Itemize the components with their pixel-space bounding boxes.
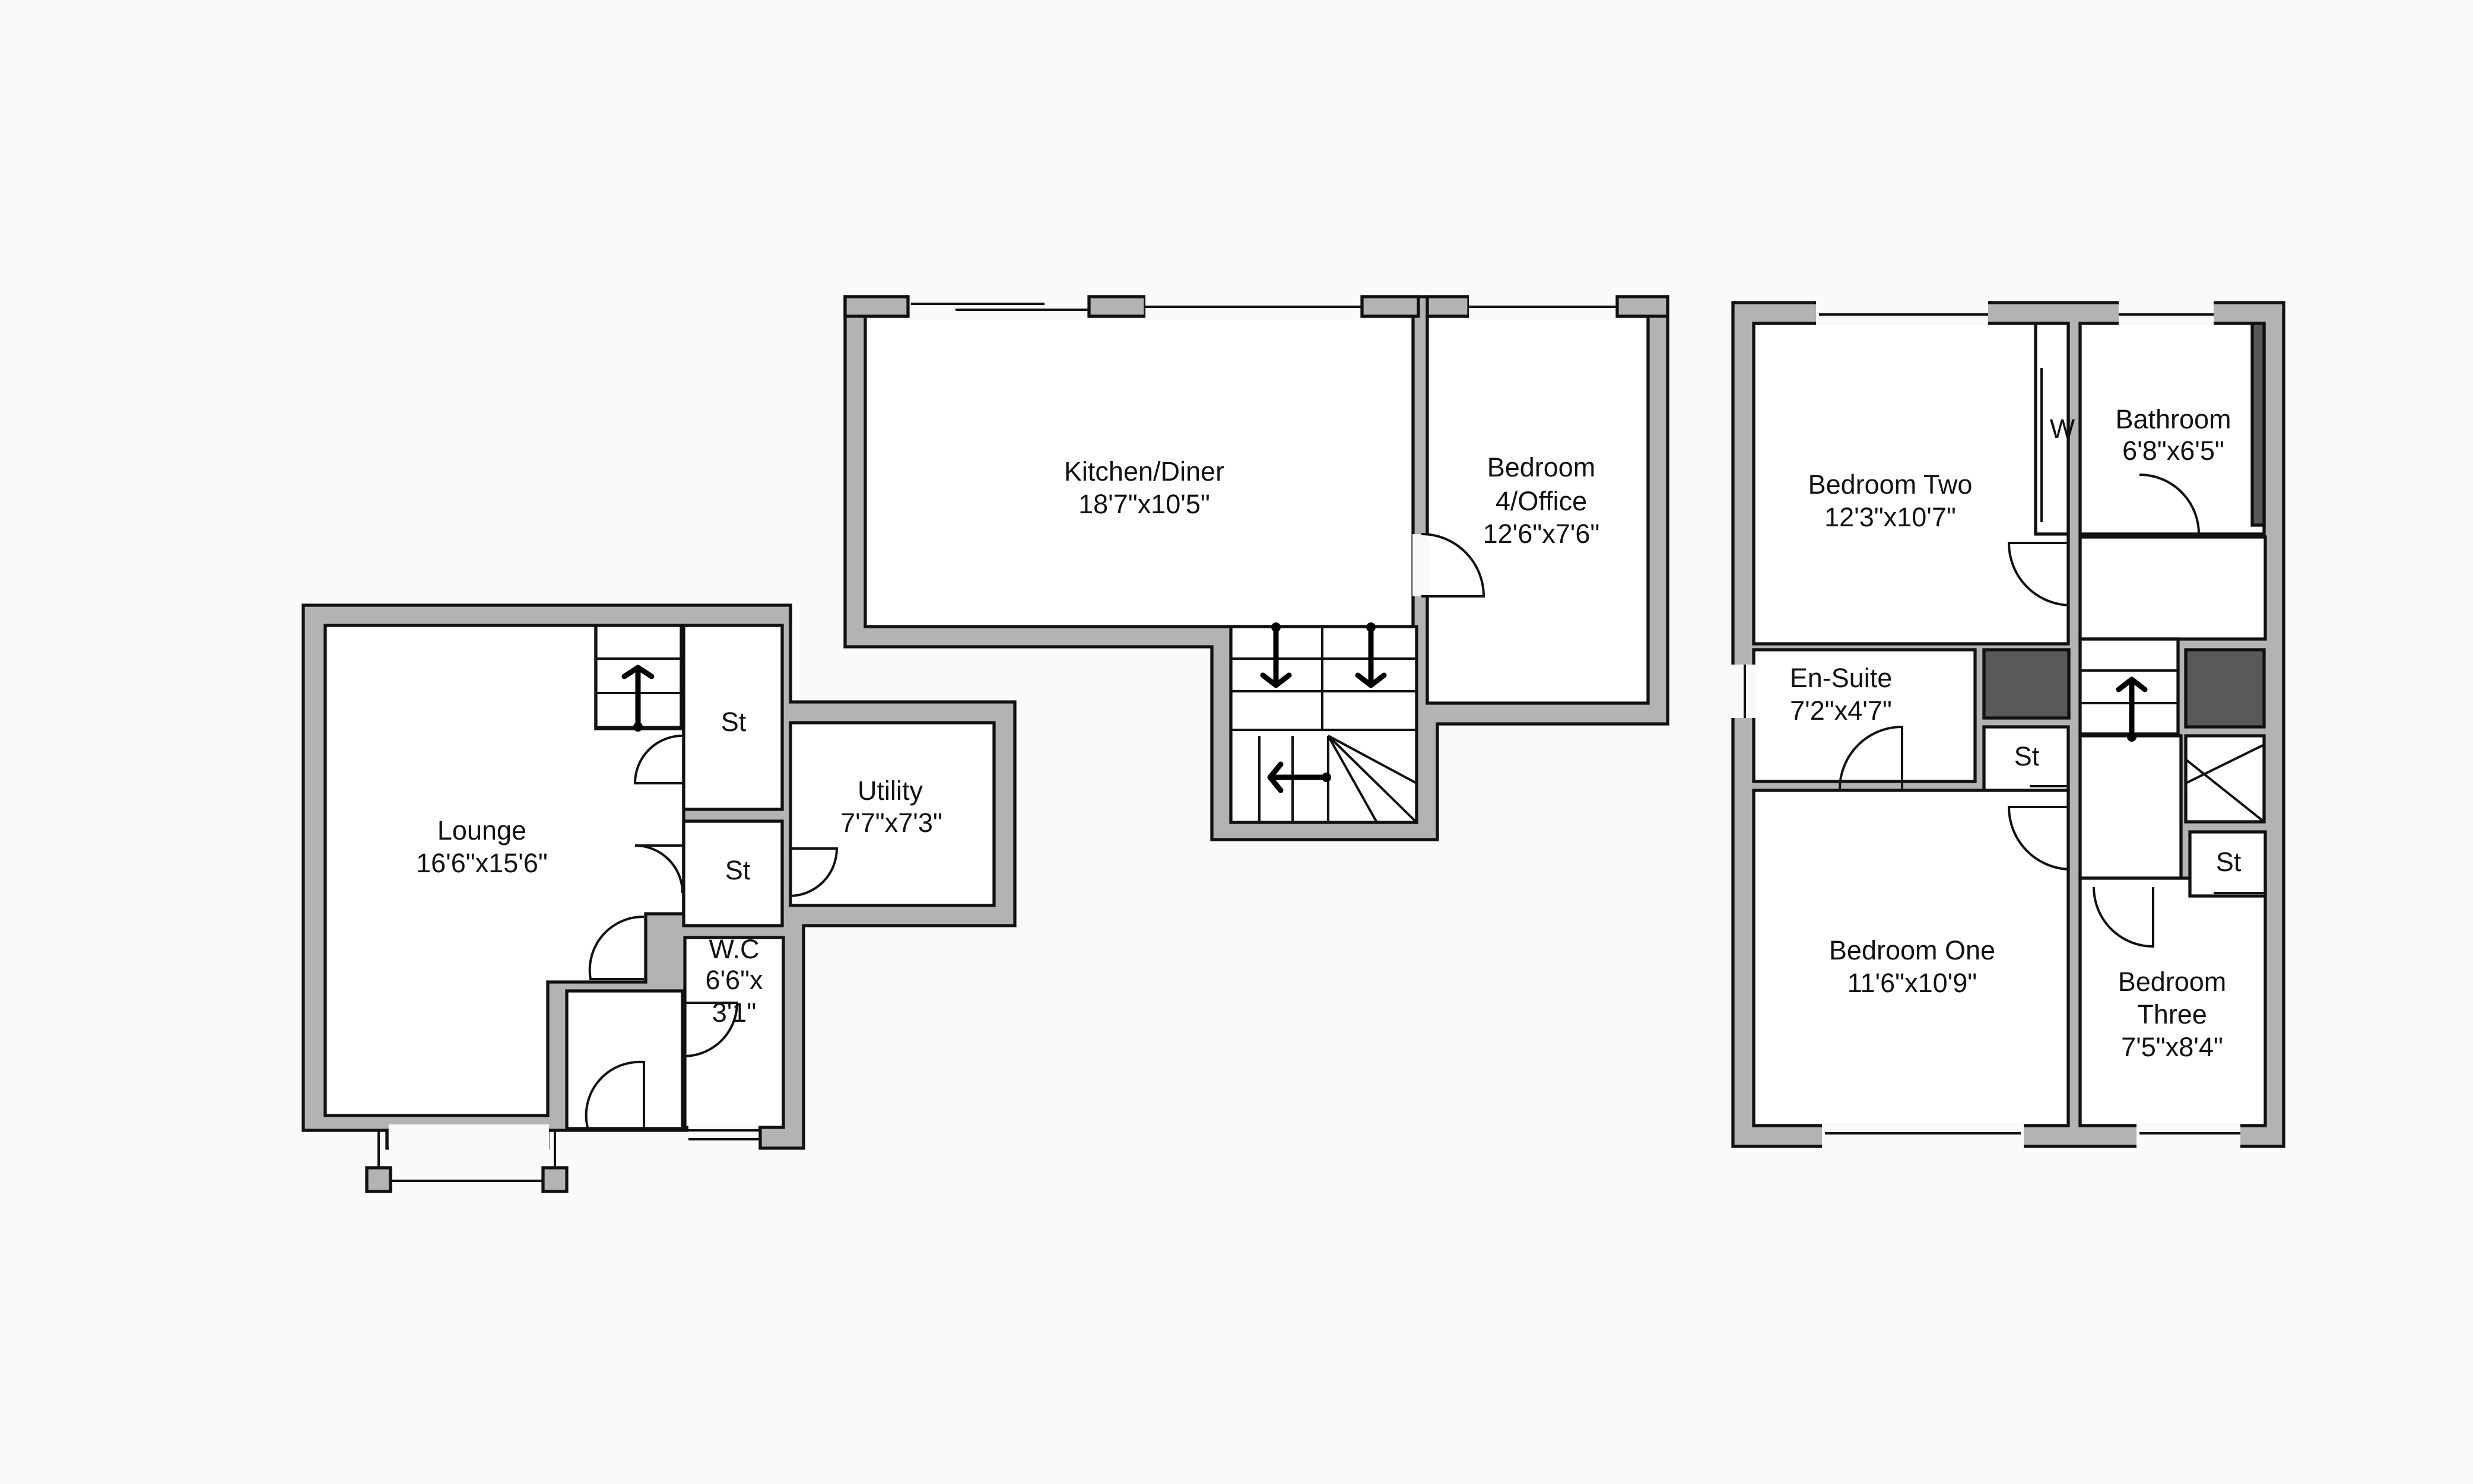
bedroom4-dims: 12'6"x7'6" — [1483, 519, 1600, 549]
bedroom2-door — [2007, 542, 2069, 606]
door-frame-left — [365, 1166, 392, 1193]
tank-left — [1982, 648, 2071, 720]
bathroom-label: Bathroom — [2115, 404, 2231, 434]
ensuite-label: En-Suite — [1790, 663, 1893, 693]
utility-dims: 7'7"x7'3" — [840, 808, 942, 838]
bathroom-door — [2139, 474, 2201, 535]
bedroom3-label: Bedroom — [2118, 967, 2227, 997]
second-floor: Bedroom Two 12'3"x10'7" W Bathroom 6'8"x… — [1729, 299, 2285, 1148]
lounge-label: Lounge — [437, 815, 526, 846]
ensuite-door — [1839, 725, 1903, 790]
store-landing — [1982, 725, 2070, 794]
bedroom3-door — [2093, 886, 2154, 948]
wc-label: W.C — [709, 934, 760, 964]
bedroom1-dims: 11'6"x10'9" — [1847, 968, 1977, 998]
bedroom1-room — [1752, 789, 2070, 1127]
second-stairs-lower — [2184, 734, 2266, 824]
utility-door — [789, 847, 839, 897]
wc-dims: 6'6"x — [705, 965, 763, 995]
bedroom1-door — [2007, 806, 2069, 870]
door-frame-right — [541, 1166, 569, 1193]
wc-dims-2: 3'1" — [712, 997, 757, 1028]
store-bed3-label: St — [2216, 847, 2242, 877]
bedroom3-dims: 7'5"x8'4" — [2121, 1032, 2223, 1062]
first-stair-arrow-1 — [1260, 624, 1292, 688]
wc-room — [683, 936, 785, 1129]
kitchen-room — [864, 314, 1415, 628]
second-stair-arrow — [2116, 676, 2148, 740]
first-floor: Kitchen/Diner 18'7"x10'5" Bedroom 4/Offi… — [843, 293, 1669, 841]
store-upper-label: St — [721, 707, 747, 737]
bedroom4-room — [1426, 314, 1650, 705]
store-lower — [682, 819, 784, 927]
bathroom-dims: 6'8"x6'5" — [2122, 436, 2224, 466]
porch — [565, 989, 684, 1130]
wc-door — [683, 1002, 739, 1057]
store-lower-label: St — [725, 855, 751, 885]
bedroom4-door — [1421, 533, 1485, 598]
bathroom-room — [2078, 322, 2266, 536]
bedroom4-label-2: 4/Office — [1496, 486, 1587, 516]
landing — [2078, 535, 2267, 641]
front-door — [585, 1060, 645, 1128]
porch-door — [588, 915, 645, 980]
ensuite-dims: 7'2"x4'7" — [1790, 695, 1892, 726]
bath-tub — [2250, 322, 2266, 527]
first-stair-arrow-3 — [1267, 761, 1329, 793]
bedroom1-label: Bedroom One — [1829, 935, 1995, 965]
bedroom2-dims: 12'3"x10'7" — [1824, 502, 1956, 532]
kitchen-dims: 18'7"x10'5" — [1078, 489, 1210, 519]
store-upper — [682, 624, 784, 811]
ground-floor: Lounge 16'6"x15'6" St St Utility 7'7"x7'… — [301, 603, 1017, 1193]
bedroom3-room — [2078, 876, 2267, 1127]
utility-room — [789, 721, 996, 907]
bedroom2-label: Bedroom Two — [1808, 469, 1973, 500]
wardrobe-label: W — [2050, 414, 2075, 444]
utility-label: Utility — [858, 776, 923, 806]
bedroom3-label-2: Three — [2137, 999, 2207, 1029]
bedroom2-room — [1752, 322, 2070, 646]
bedroom4-label: Bedroom — [1487, 452, 1596, 482]
tank-right — [2184, 648, 2266, 729]
kitchen-label: Kitchen/Diner — [1064, 456, 1224, 487]
ground-stair-arrow — [621, 665, 655, 730]
store-landing-label: St — [2014, 741, 2040, 771]
lounge-dims: 16'6"x15'6" — [416, 848, 548, 878]
ensuite-room — [1752, 648, 1977, 783]
store-upper-door — [633, 735, 683, 784]
first-stair-arrow-2 — [1355, 624, 1387, 688]
landing-lower — [2078, 734, 2183, 880]
store-lower-door — [634, 844, 684, 894]
store-bed3 — [2188, 830, 2267, 898]
